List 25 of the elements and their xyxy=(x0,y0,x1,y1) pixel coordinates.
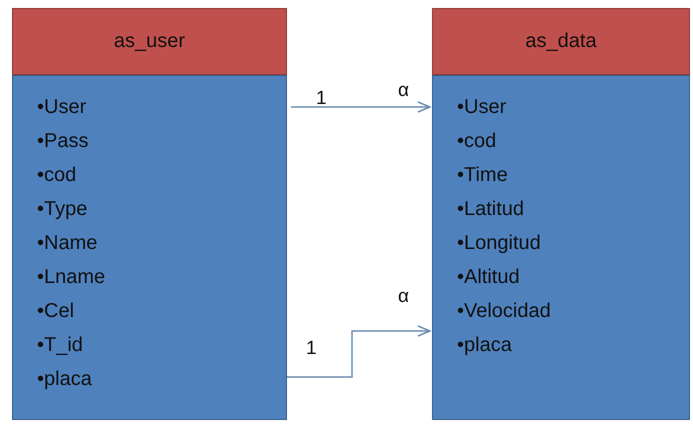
field-name: •Time xyxy=(457,163,508,188)
cardinality-label: α xyxy=(398,286,409,308)
field-name: •T_id xyxy=(37,333,83,358)
field-name: •Cel xyxy=(37,299,74,324)
arrow xyxy=(291,101,431,113)
cardinality-label: 1 xyxy=(316,88,327,110)
field-name: •Latitud xyxy=(457,197,524,222)
table-name: as_user xyxy=(114,30,186,53)
field-name: •Velocidad xyxy=(457,299,551,324)
field-name: •Type xyxy=(37,197,88,222)
field-name: •Longitud xyxy=(457,231,541,256)
field-name: •User xyxy=(457,95,506,120)
table-name: as_data xyxy=(525,30,597,53)
arrow xyxy=(287,325,431,378)
field-name: •placa xyxy=(37,367,92,392)
field-name: •Lname xyxy=(37,265,106,290)
field-name: •Pass xyxy=(37,129,88,154)
field-name: •placa xyxy=(457,333,512,358)
field-name: •User xyxy=(37,95,86,120)
cardinality-label: α xyxy=(398,80,409,102)
field-name: •Name xyxy=(37,231,98,256)
field-name: •Altitud xyxy=(457,265,520,290)
cardinality-label: 1 xyxy=(306,338,317,360)
field-name: •cod xyxy=(37,163,76,188)
field-name: •cod xyxy=(457,129,496,154)
